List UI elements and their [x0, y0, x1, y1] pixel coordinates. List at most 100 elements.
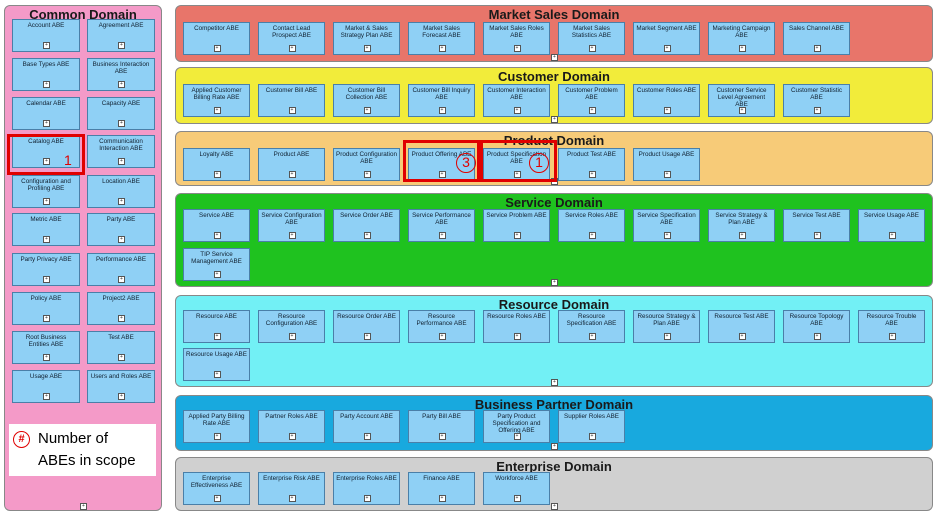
expand-icon[interactable]: + [438, 232, 446, 239]
expand-icon[interactable]: + [43, 158, 50, 165]
expand-icon[interactable]: + [213, 271, 221, 278]
expand-icon[interactable]: + [738, 333, 746, 340]
expand-icon[interactable]: + [43, 276, 50, 283]
expand-icon[interactable]: + [738, 45, 746, 52]
abe-service-abe[interactable]: Service ABE+ [183, 209, 250, 242]
expand-icon[interactable]: + [118, 315, 125, 322]
abe-resource-trouble-abe[interactable]: Resource Trouble ABE+ [858, 310, 925, 343]
abe-resource-specification-abe[interactable]: Resource Specification ABE+ [558, 310, 625, 343]
abe-competitor-abe[interactable]: Competitor ABE+ [183, 22, 250, 55]
expand-icon[interactable]: + [813, 333, 821, 340]
abe-service-strategy-and-plan-abe[interactable]: Service Strategy & Plan ABE+ [708, 209, 775, 242]
expand-icon[interactable]: + [663, 107, 671, 114]
expand-icon[interactable]: + [118, 42, 125, 49]
abe-customer-service-level-agreement-abe[interactable]: Customer Service Level Agreement ABE+ [708, 84, 775, 117]
expand-icon[interactable]: + [288, 495, 296, 502]
abe-business-interaction-abe[interactable]: Business Interaction ABE+ [87, 58, 155, 91]
expand-icon[interactable]: + [438, 433, 446, 440]
expand-icon[interactable]: + [213, 333, 221, 340]
expand-icon[interactable]: + [513, 45, 521, 52]
abe-calendar-abe[interactable]: Calendar ABE+ [12, 97, 80, 130]
expand-icon[interactable]: + [43, 236, 50, 243]
abe-enterprise-roles-abe[interactable]: Enterprise Roles ABE+ [333, 472, 400, 505]
expand-icon[interactable]: + [118, 198, 125, 205]
abe-product-usage-abe[interactable]: Product Usage ABE+ [633, 148, 700, 181]
abe-resource-abe[interactable]: Resource ABE+ [183, 310, 250, 343]
expand-icon[interactable]: + [288, 232, 296, 239]
expand-icon[interactable]: + [213, 232, 221, 239]
abe-customer-interaction-abe[interactable]: Customer Interaction ABE+ [483, 84, 550, 117]
abe-policy-abe[interactable]: Policy ABE+ [12, 292, 80, 325]
expand-icon[interactable]: + [663, 232, 671, 239]
expand-icon[interactable]: + [213, 433, 221, 440]
abe-market-sales-statistics-abe[interactable]: Market Sales Statistics ABE+ [558, 22, 625, 55]
domain-expand-icon[interactable]: + [551, 54, 558, 61]
abe-customer-statistic-abe[interactable]: Customer Statistic ABE+ [783, 84, 850, 117]
abe-party-product-specification-and-offering-abe[interactable]: Party Product Specification and Offering… [483, 410, 550, 443]
abe-customer-bill-abe[interactable]: Customer Bill ABE+ [258, 84, 325, 117]
expand-icon[interactable]: + [513, 333, 521, 340]
abe-service-order-abe[interactable]: Service Order ABE+ [333, 209, 400, 242]
abe-metric-abe[interactable]: Metric ABE+ [12, 213, 80, 246]
abe-service-problem-abe[interactable]: Service Problem ABE+ [483, 209, 550, 242]
abe-location-abe[interactable]: Location ABE+ [87, 175, 155, 208]
abe-market-and-sales-strategy-plan-abe[interactable]: Market & Sales Strategy Plan ABE+ [333, 22, 400, 55]
expand-icon[interactable]: + [363, 232, 371, 239]
expand-icon[interactable]: + [288, 107, 296, 114]
expand-icon[interactable]: + [588, 171, 596, 178]
abe-root-business-entities-abe[interactable]: Root Business Entities ABE+ [12, 331, 80, 364]
abe-customer-bill-collection-abe[interactable]: Customer Bill Collection ABE+ [333, 84, 400, 117]
abe-performance-abe[interactable]: Performance ABE+ [87, 253, 155, 286]
expand-icon[interactable]: + [363, 433, 371, 440]
expand-icon[interactable]: + [43, 315, 50, 322]
abe-sales-channel-abe[interactable]: Sales Channel ABE+ [783, 22, 850, 55]
expand-icon[interactable]: + [43, 81, 50, 88]
domain-expand-icon[interactable]: + [551, 443, 558, 450]
abe-tip-service-management-abe[interactable]: TIP Service Management ABE+ [183, 248, 250, 281]
abe-enterprise-risk-abe[interactable]: Enterprise Risk ABE+ [258, 472, 325, 505]
abe-catalog-abe[interactable]: Catalog ABE+ [12, 135, 80, 168]
expand-icon[interactable]: + [738, 232, 746, 239]
abe-resource-roles-abe[interactable]: Resource Roles ABE+ [483, 310, 550, 343]
expand-icon[interactable]: + [813, 107, 821, 114]
expand-icon[interactable]: + [438, 107, 446, 114]
abe-service-specification-abe[interactable]: Service Specification ABE+ [633, 209, 700, 242]
expand-icon[interactable]: + [663, 171, 671, 178]
domain-expand-icon[interactable]: + [551, 279, 558, 286]
abe-resource-topology-abe[interactable]: Resource Topology ABE+ [783, 310, 850, 343]
abe-applied-customer-billing-rate-abe[interactable]: Applied Customer Billing Rate ABE+ [183, 84, 250, 117]
expand-icon[interactable]: + [513, 107, 521, 114]
abe-enterprise-effectiveness-abe[interactable]: Enterprise Effectiveness ABE+ [183, 472, 250, 505]
abe-product-abe[interactable]: Product ABE+ [258, 148, 325, 181]
domain-expand-icon[interactable]: + [80, 503, 87, 510]
expand-icon[interactable]: + [288, 171, 296, 178]
abe-party-bill-abe[interactable]: Party Bill ABE+ [408, 410, 475, 443]
abe-market-sales-forecast-abe[interactable]: Market Sales Forecast ABE+ [408, 22, 475, 55]
expand-icon[interactable]: + [588, 232, 596, 239]
abe-market-segment-abe[interactable]: Market Segment ABE+ [633, 22, 700, 55]
abe-marketing-campaign-abe[interactable]: Marketing Campaign ABE+ [708, 22, 775, 55]
expand-icon[interactable]: + [888, 333, 896, 340]
abe-resource-performance-abe[interactable]: Resource Performance ABE+ [408, 310, 475, 343]
abe-customer-bill-inquiry-abe[interactable]: Customer Bill Inquiry ABE+ [408, 84, 475, 117]
expand-icon[interactable]: + [438, 45, 446, 52]
expand-icon[interactable]: + [663, 45, 671, 52]
abe-partner-roles-abe[interactable]: Partner Roles ABE+ [258, 410, 325, 443]
abe-base-types-abe[interactable]: Base Types ABE+ [12, 58, 80, 91]
expand-icon[interactable]: + [288, 333, 296, 340]
expand-icon[interactable]: + [363, 171, 371, 178]
expand-icon[interactable]: + [288, 433, 296, 440]
expand-icon[interactable]: + [363, 333, 371, 340]
expand-icon[interactable]: + [43, 42, 50, 49]
expand-icon[interactable]: + [588, 45, 596, 52]
expand-icon[interactable]: + [118, 276, 125, 283]
domain-expand-icon[interactable]: + [551, 503, 558, 510]
abe-resource-usage-abe[interactable]: Resource Usage ABE+ [183, 348, 250, 381]
expand-icon[interactable]: + [118, 354, 125, 361]
expand-icon[interactable]: + [513, 495, 521, 502]
abe-resource-order-abe[interactable]: Resource Order ABE+ [333, 310, 400, 343]
expand-icon[interactable]: + [213, 107, 221, 114]
expand-icon[interactable]: + [213, 371, 221, 378]
expand-icon[interactable]: + [118, 393, 125, 400]
domain-expand-icon[interactable]: + [551, 379, 558, 386]
